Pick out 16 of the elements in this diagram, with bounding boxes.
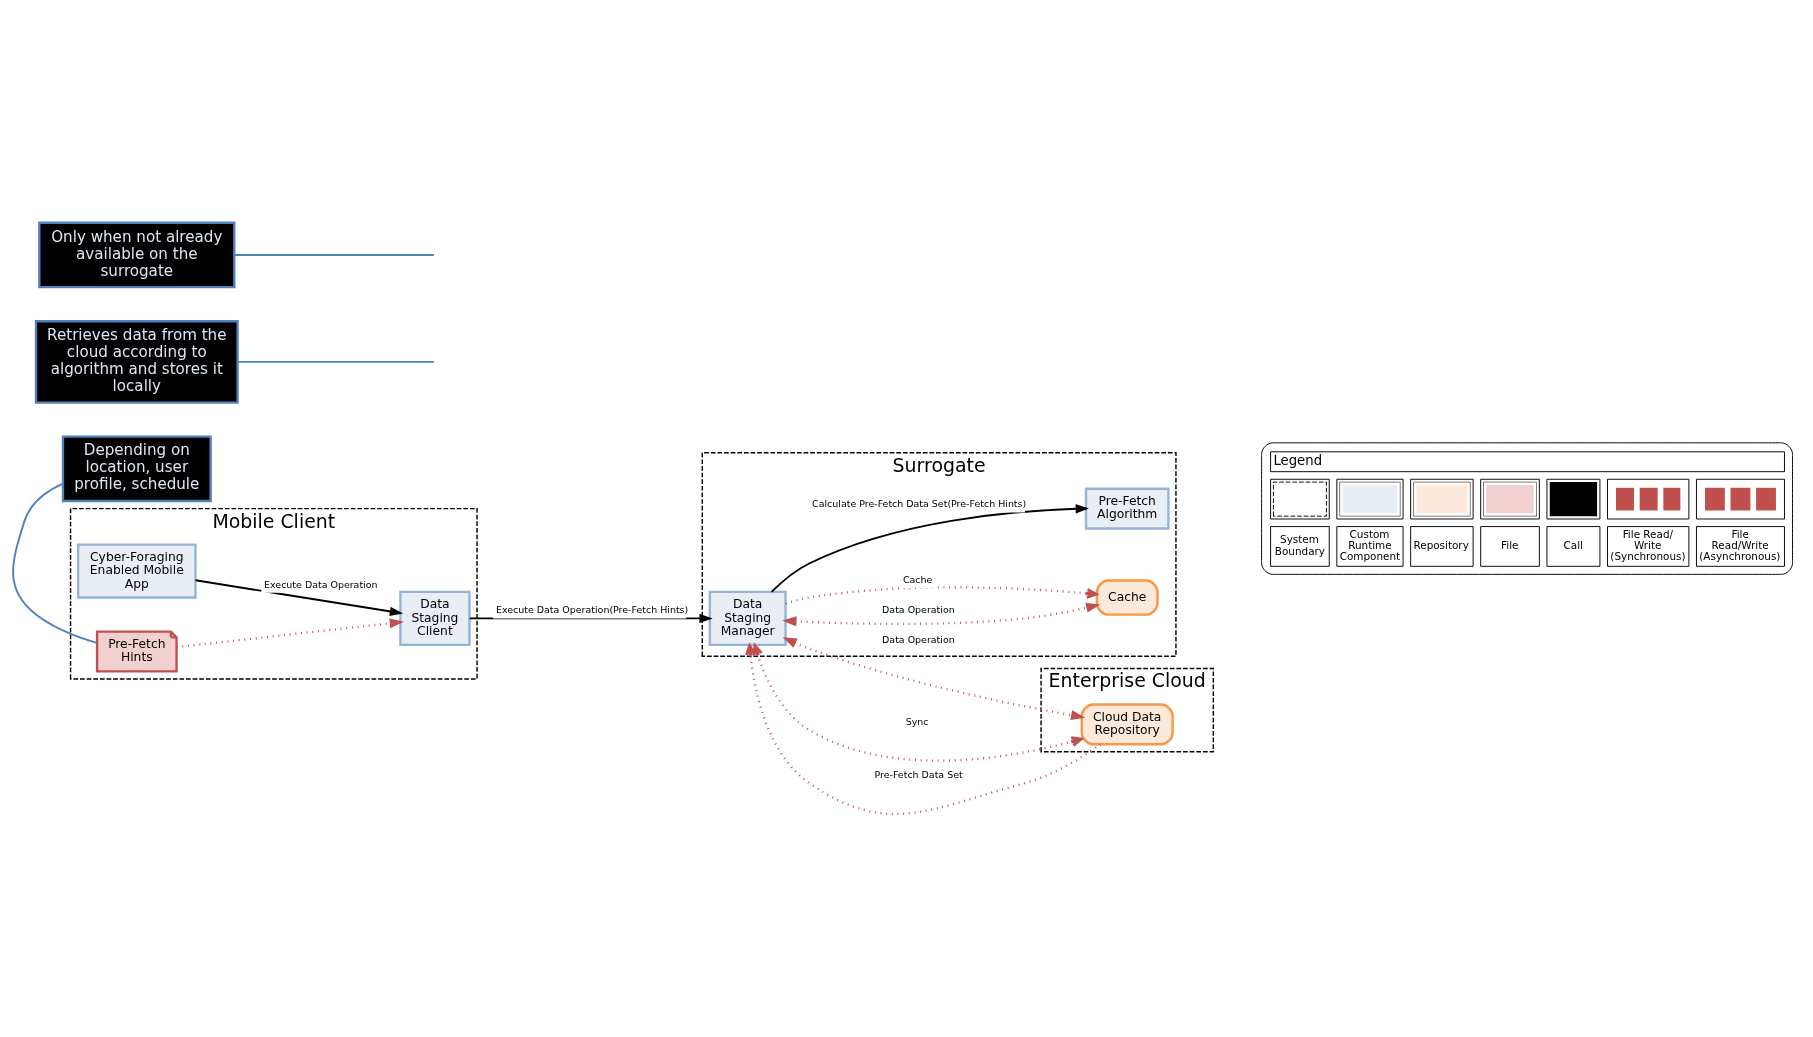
legend-label: File Read/ Write (Synchronous)	[1610, 527, 1686, 563]
edge-label: Execute Data Operation	[264, 578, 378, 590]
legend-label: System Boundary	[1274, 533, 1325, 557]
edge-label: Data Operation	[882, 634, 955, 646]
legend-label: File Read/Write (Asynchronous)	[1699, 527, 1781, 563]
edge-label: Pre-Fetch Data Set	[874, 768, 963, 780]
label: Legend	[1273, 453, 1323, 469]
legend-label: Call	[1563, 539, 1583, 552]
legend-label: Custom Runtime Component	[1339, 527, 1401, 563]
edge-label: Data Operation	[882, 604, 955, 616]
edge-label: Execute Data Operation(Pre-Fetch Hints)	[495, 604, 689, 616]
edge-label: Sync	[905, 715, 929, 727]
edge-label: Calculate Pre-Fetch Data Set(Pre-Fetch Hints)	[812, 498, 1027, 510]
legend-label: Repository	[1413, 539, 1469, 552]
edge-label: Cache	[902, 573, 933, 585]
legend-label: File	[1501, 539, 1519, 552]
